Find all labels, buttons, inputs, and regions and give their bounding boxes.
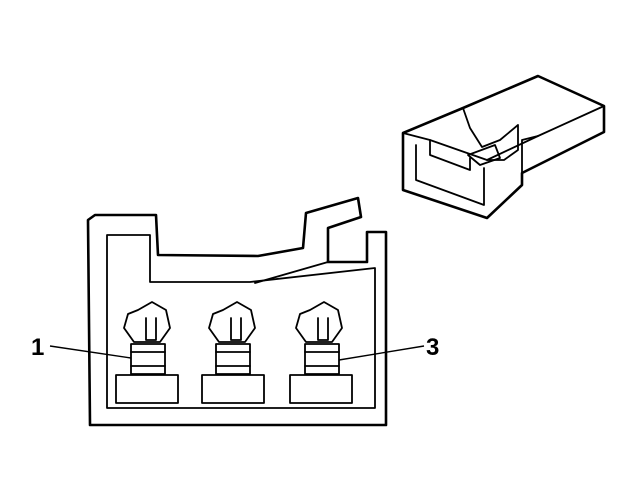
terminal-1-base — [115, 374, 179, 404]
terminal-1-contact-head — [123, 301, 171, 343]
housing-latch-edge — [254, 261, 329, 284]
housing-inner-outline — [106, 234, 376, 409]
terminal-cavity-1 — [115, 301, 179, 404]
terminal-3-neck-lines — [304, 351, 340, 367]
callout-1-leader — [49, 345, 132, 359]
connector-isometric-view — [401, 74, 606, 220]
connector-top-edge — [402, 105, 605, 161]
terminal-1-neck — [130, 343, 166, 375]
terminal-3-neck — [304, 343, 340, 375]
terminal-2-contact-head — [208, 301, 256, 343]
connector-latch-detail — [467, 144, 501, 166]
terminal-2-slot — [230, 317, 242, 341]
connector-side-rib — [521, 135, 539, 174]
callout-1-label: 1 — [31, 334, 44, 361]
connector-body-outline — [401, 74, 606, 220]
connector-inner-channel — [429, 139, 471, 171]
terminal-cavity-3 — [289, 301, 353, 404]
terminal-3-base — [289, 374, 353, 404]
terminal-cavity-2 — [201, 301, 265, 404]
callout-pin-3: 3 — [338, 334, 439, 361]
terminal-2-neck-lines — [215, 351, 251, 367]
terminal-1-neck-lines — [130, 351, 166, 367]
connector-latch — [462, 107, 519, 161]
callout-pin-1: 1 — [31, 334, 132, 361]
terminal-3-contact-head — [295, 301, 343, 343]
terminal-3-slot — [317, 317, 329, 341]
housing-outer-outline — [86, 196, 388, 427]
connector-front-cavity — [415, 144, 485, 206]
callout-3-label: 3 — [426, 334, 439, 361]
terminal-1-slot — [145, 317, 157, 341]
connector-face-view — [86, 196, 388, 427]
terminal-2-base — [201, 374, 265, 404]
callout-3-leader — [338, 345, 425, 361]
terminal-2-neck — [215, 343, 251, 375]
